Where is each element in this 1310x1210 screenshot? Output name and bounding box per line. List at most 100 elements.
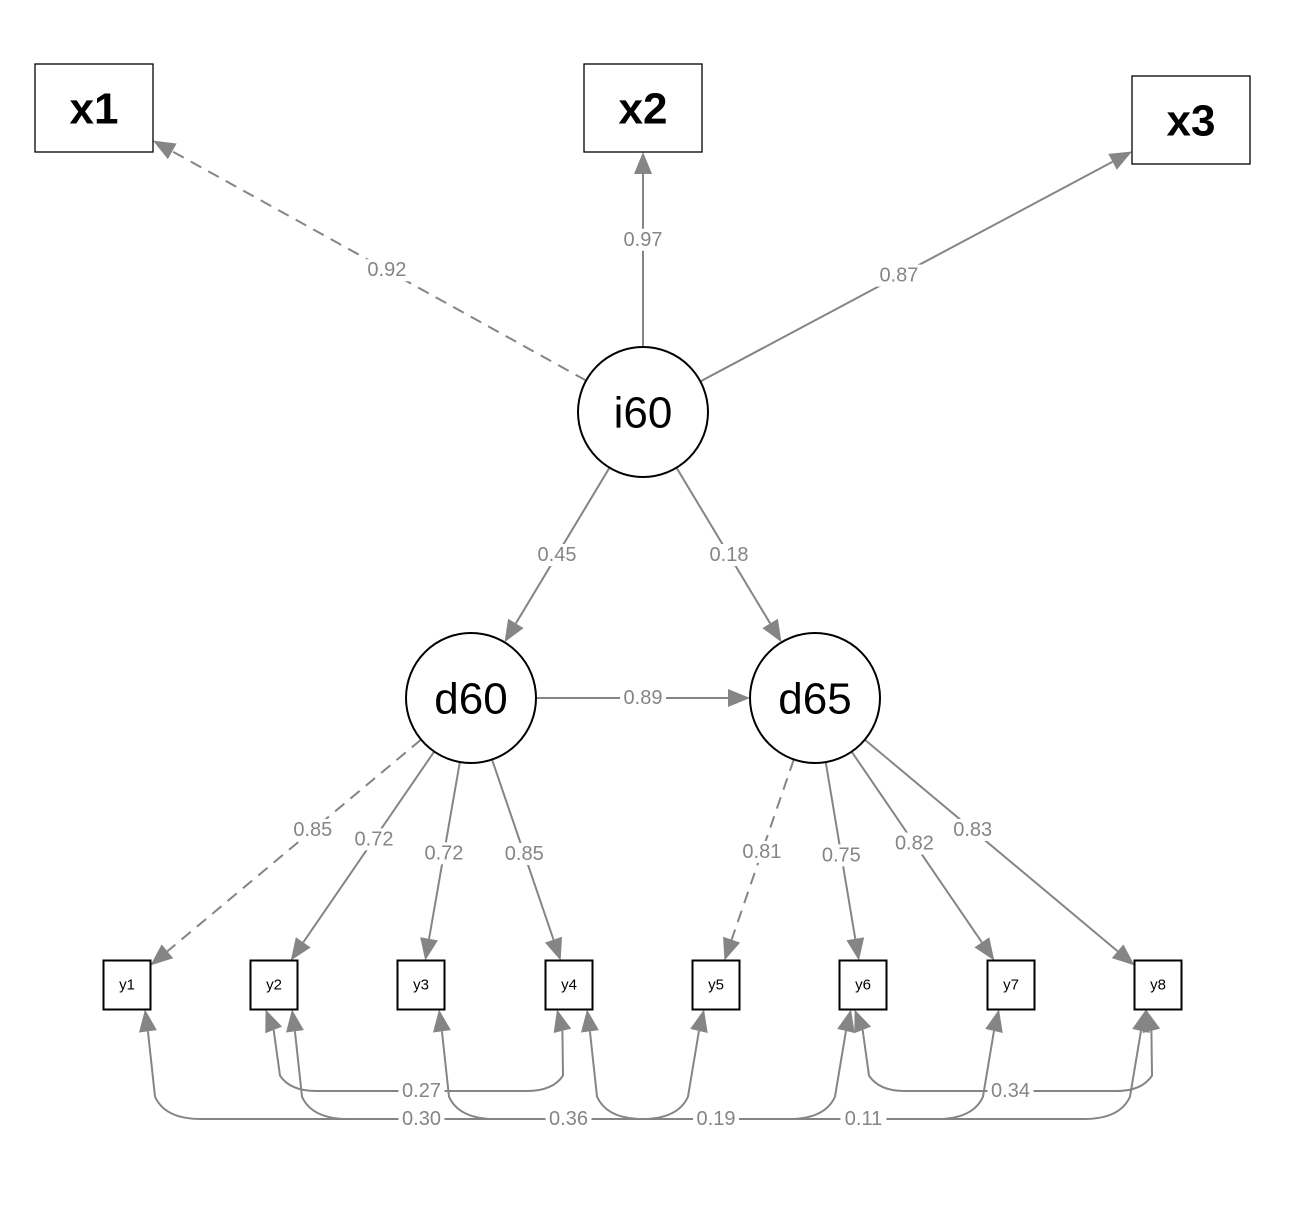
node-d65[interactable]: d65 [749, 632, 881, 764]
node-d60-circle [405, 632, 537, 764]
edge-d65-to-y8-arrowhead-icon [1111, 944, 1135, 966]
covariance-y1-y5-arrowhead-a-icon [139, 1009, 157, 1033]
edge-i60-to-d60-label-bg [534, 544, 580, 566]
covariance-y2-y4-arrowhead-b-icon [553, 1009, 572, 1034]
nodes-layer: x1 x2 x3 i60 d60 d65 y1 y2 y3 y4 y5 y6 y7 y8 [34, 63, 1251, 1011]
edge-d60-to-y1-label: 0.85 [293, 819, 332, 841]
edge-d65-to-y5 [730, 759, 795, 941]
covariance-y2-y6-label: 0.36 [549, 1108, 588, 1130]
covariance-y1-y5-label: 0.30 [402, 1108, 441, 1130]
node-x3-box [1131, 75, 1251, 165]
covariance-y4-y8-arrowhead-b-icon [1132, 1009, 1150, 1033]
edge-d65-to-y7-arrowhead-icon [974, 937, 995, 961]
covariance-y2-y6 [293, 1030, 847, 1120]
edge-d60-to-d65-label-bg [620, 687, 666, 709]
node-y4-label: y4 [561, 977, 577, 994]
node-y7-box [986, 959, 1036, 1011]
covariance-y2-y4-label: 0.27 [402, 1080, 441, 1102]
node-y3[interactable]: y3 [396, 959, 446, 1011]
edge-d60-to-y4-label-bg [501, 842, 548, 865]
edge-d60-to-y4-label: 0.85 [505, 843, 544, 865]
node-x2-label: x2 [619, 85, 668, 134]
edge-d65-to-y5-arrowhead-icon [723, 936, 741, 961]
node-d60[interactable]: d60 [405, 632, 537, 764]
edge-d60-to-y1-label-bg [289, 818, 336, 841]
node-y3-label: y3 [413, 977, 429, 994]
covariance-y3-y7-arrowhead-b-icon [985, 1009, 1003, 1033]
edge-i60-to-d65-label: 0.18 [710, 544, 749, 566]
node-x3[interactable]: x3 [1131, 75, 1251, 165]
node-x2[interactable]: x2 [583, 63, 703, 153]
node-x2-box [583, 63, 703, 153]
covariance-y6-y8-label-bg [987, 1080, 1034, 1102]
edge-d65-to-y5-label: 0.81 [742, 841, 781, 863]
edge-i60-to-x2-label: 0.97 [624, 229, 663, 251]
node-x1[interactable]: x1 [34, 63, 154, 153]
edge-d60-to-d65-arrowhead-icon [728, 689, 750, 707]
covariance-y4-y8-arrowhead-a-icon [581, 1009, 599, 1033]
node-y5[interactable]: y5 [691, 959, 741, 1011]
covariance-y2-y6-label-bg [545, 1108, 592, 1130]
edge-d60-to-y4-arrowhead-icon [545, 936, 563, 961]
node-y2-box [249, 959, 299, 1011]
node-y7[interactable]: y7 [986, 959, 1036, 1011]
node-y6[interactable]: y6 [838, 959, 888, 1011]
node-x1-label: x1 [70, 85, 119, 134]
node-y5-box [691, 959, 741, 1011]
node-y8-box [1133, 959, 1183, 1011]
edge-i60-to-d60-label: 0.45 [538, 544, 577, 566]
edge-d65-to-y8 [864, 738, 1119, 952]
node-d60-label: d60 [434, 675, 507, 724]
covariance-y2-y4-arrowhead-a-icon [265, 1009, 283, 1034]
node-y3-box [396, 959, 446, 1011]
covariance-y1-y5 [146, 1030, 700, 1120]
edge-d65-to-y6-arrowhead-icon [846, 937, 865, 961]
node-x3-label: x3 [1167, 97, 1216, 146]
edge-i60-to-d60-arrowhead-icon [504, 618, 524, 643]
node-y1-box [102, 959, 152, 1011]
covariance-y1-y5-label-bg [398, 1108, 445, 1130]
edge-d65-to-y8-label-bg [949, 818, 996, 841]
covariance-y3-y7-arrowhead-a-icon [433, 1009, 451, 1033]
edge-i60-to-x1-label: 0.92 [367, 259, 406, 281]
covariance-y4-y8-label: 0.11 [845, 1108, 882, 1130]
node-d65-label: d65 [778, 675, 851, 724]
covariance-y3-y7 [440, 1030, 995, 1120]
edge-d65-to-y6-label: 0.75 [822, 844, 861, 866]
edge-i60-to-x1-arrowhead-icon [153, 140, 177, 160]
covariance-y3-y7-label-bg [693, 1108, 739, 1130]
node-i60[interactable]: i60 [577, 346, 709, 478]
node-y1[interactable]: y1 [102, 959, 152, 1011]
node-x1-box [34, 63, 154, 153]
node-y4[interactable]: y4 [544, 959, 594, 1011]
node-y6-label: y6 [855, 977, 871, 994]
covariance-y4-y8-label-bg [840, 1108, 887, 1130]
node-y8-label: y8 [1150, 977, 1166, 994]
edge-d60-to-y3-label-bg [420, 842, 467, 865]
covariance-y1-y5-arrowhead-b-icon [690, 1009, 708, 1033]
node-y4-box [544, 959, 594, 1011]
edge-i60-to-x3-label-bg [875, 264, 922, 287]
edge-i60-to-d65-label-bg [706, 544, 752, 566]
edge-d60-to-y2-label-bg [350, 828, 397, 851]
node-i60-circle [577, 346, 709, 478]
covariance-y3-y7-label: 0.19 [697, 1108, 736, 1130]
edge-d65-to-y7-label: 0.82 [895, 833, 934, 855]
node-d65-circle [749, 632, 881, 764]
node-y6-box [838, 959, 888, 1011]
edge-i60-to-x3-label: 0.87 [879, 265, 918, 287]
covariance-y6-y8-label: 0.34 [991, 1080, 1030, 1102]
covariance-y2-y6-arrowhead-b-icon [837, 1009, 855, 1033]
node-y8[interactable]: y8 [1133, 959, 1183, 1011]
edge-d60-to-y2-arrowhead-icon [290, 937, 311, 961]
covariance-y2-y4-label-bg [398, 1080, 445, 1102]
edge-d60-to-d65-label: 0.89 [624, 687, 663, 709]
edge-d65-to-y6-label-bg [818, 844, 865, 867]
edge-d65-to-y8-label: 0.83 [953, 819, 992, 841]
edge-d65-to-y7-label-bg [891, 832, 938, 855]
node-y2[interactable]: y2 [249, 959, 299, 1011]
edge-d60-to-y2-label: 0.72 [355, 828, 394, 850]
node-y5-label: y5 [708, 977, 724, 994]
node-y1-label: y1 [119, 977, 135, 994]
